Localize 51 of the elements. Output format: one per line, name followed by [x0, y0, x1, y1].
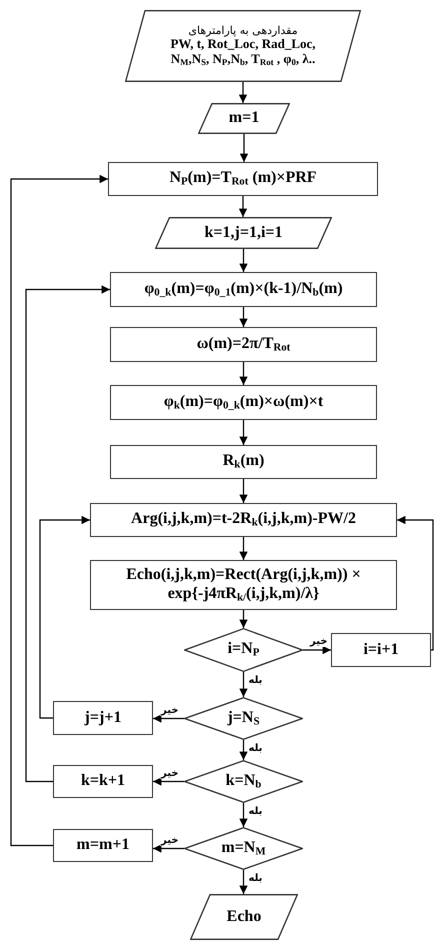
arrow	[153, 714, 184, 723]
arrow	[239, 307, 248, 327]
arrow	[397, 516, 434, 651]
process-box: Arg(i,j,k,m)=t-2R$_{k}$(i,j,k,m)-PW/2	[90, 503, 397, 537]
arrow	[239, 803, 248, 827]
decision-diamond: m=N$_{M}$	[184, 827, 303, 870]
process-box: N$_{P}$(m)=T$_{Rot}$ (m)×PRF	[108, 162, 378, 196]
arrow	[239, 479, 248, 503]
arrow	[239, 420, 248, 445]
arrow	[239, 610, 248, 628]
arrow	[238, 82, 248, 103]
process-box: ω(m)=2π/T$_{Rot}$	[110, 327, 377, 362]
process-box: k=k+1	[53, 765, 153, 798]
input-parallelogram: m=1	[198, 103, 290, 134]
edge-label: خیر	[160, 836, 180, 846]
process-box: i=i+1	[331, 633, 431, 667]
arrow	[153, 777, 184, 786]
arrow	[239, 870, 248, 894]
arrow	[240, 134, 248, 162]
arrow	[39, 516, 90, 719]
input-parallelogram: k=1,j=1,i=1	[155, 217, 332, 249]
process-box: m=m+1	[53, 829, 153, 862]
heading-text: مقداردهی به پارامترهای	[188, 24, 298, 38]
process-box: φ$_{k}$(m)=φ$_{0_k}$(m)×ω(m)×t	[110, 385, 377, 420]
input-parallelogram	[125, 10, 361, 82]
edge-label: خیر	[309, 637, 329, 647]
arrow	[239, 362, 248, 385]
edge-label: خیر	[160, 768, 180, 778]
parameter-list: PW, t, Rot_Loc, Rad_Loc, N$_{M}$,N$_{S}$, N$_{P}$,N$_{b}$, T$_{Rot}$ , φ$_{0}$, λ..	[155, 37, 331, 68]
arrow	[153, 844, 184, 853]
arrow	[239, 537, 248, 560]
arrow	[239, 740, 248, 760]
edge-label: خیر	[160, 706, 180, 716]
arrow	[239, 672, 248, 697]
arrow	[303, 646, 331, 654]
process-box: j=j+1	[53, 701, 153, 735]
edge-label: بله	[248, 744, 264, 754]
decision-diamond: i=N$_{P}$	[184, 628, 303, 672]
arrow	[238, 196, 248, 217]
edge-label: بله	[248, 807, 264, 817]
process-box: Echo(i,j,k,m)=Rect(Arg(i,j,k,m)) × exp{-j4πR$_{k/}$(i,j,k,m)/λ}	[90, 560, 397, 610]
output-parallelogram: Echo	[190, 894, 298, 940]
process-box: φ$_{0_k}$(m)=φ$_{0_1}$(m)×(k-1)/N$_{b}$(m)	[110, 272, 377, 307]
decision-diamond: k=N$_{b}$	[184, 760, 303, 803]
arrow	[10, 174, 108, 846]
arrow	[25, 285, 110, 782]
edge-label: بله	[248, 874, 264, 884]
decision-diamond: j=N$_{S}$	[184, 697, 303, 740]
edge-label: بله	[248, 676, 264, 686]
process-box: R$_{k}$(m)	[110, 445, 377, 479]
arrow	[239, 249, 248, 272]
